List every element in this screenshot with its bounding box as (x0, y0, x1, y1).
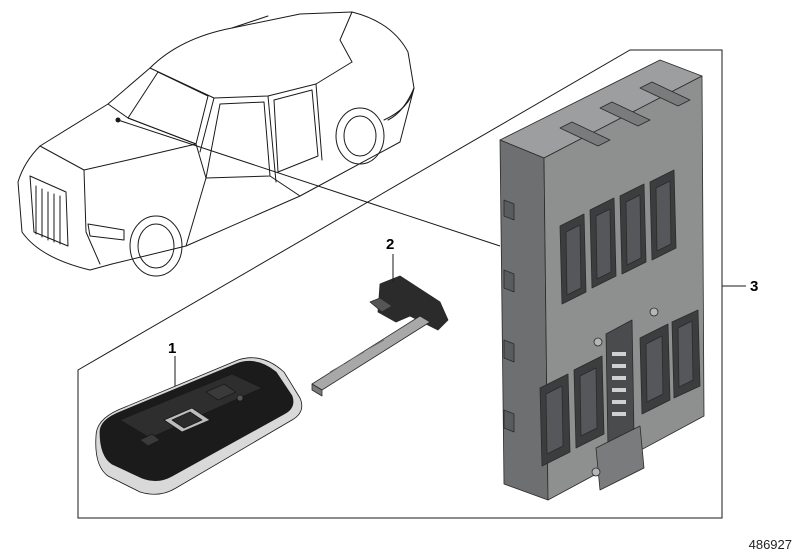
emergency-key-blade (311, 275, 449, 397)
vehicle-outline (17, 11, 415, 277)
assembly-frame (77, 49, 723, 519)
leader-line-vehicle (117, 119, 501, 247)
callout-1: 1 (168, 340, 177, 357)
remote-key-fob (95, 357, 303, 495)
callout-2: 2 (386, 236, 395, 253)
control-module (499, 59, 705, 501)
diagram-number: 486927 (748, 537, 792, 552)
callout-3: 3 (750, 278, 759, 295)
